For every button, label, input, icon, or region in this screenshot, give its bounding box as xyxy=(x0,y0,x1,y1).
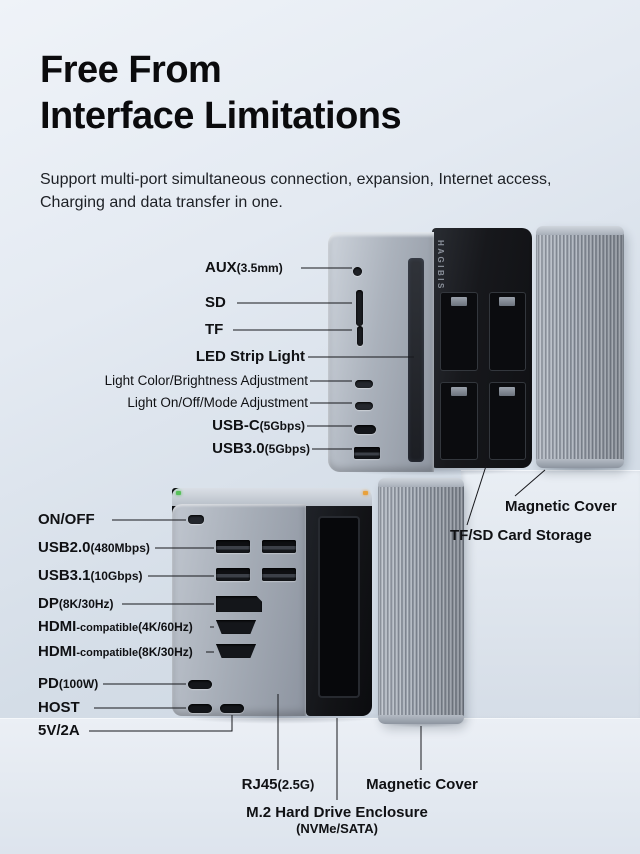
label-usb-20: USB2.0(480Mbps) xyxy=(38,539,150,556)
label-m2-enclosure-main: M.2 Hard Drive Enclosure xyxy=(246,804,428,821)
magnetic-cover-bottom-render xyxy=(378,478,464,724)
storage-card xyxy=(440,292,478,371)
label-5v2a: 5V/2A xyxy=(38,722,80,739)
light-color-brightness-button xyxy=(355,380,373,388)
tf-card-slot xyxy=(357,326,363,346)
background-ledge-upper xyxy=(461,470,640,720)
label-tf: TF xyxy=(205,321,224,338)
label-usb-31: USB3.1(10Gbps) xyxy=(38,567,143,584)
label-hdmi-4k: HDMI-compatible(4K/60Hz) xyxy=(38,618,193,635)
label-m2-enclosure: M.2 Hard Drive Enclosure (NVMe/SATA) xyxy=(212,804,462,836)
background-ledge-lower xyxy=(0,718,640,854)
hdmi-port-8k xyxy=(216,644,256,658)
usb3-port-top xyxy=(354,447,380,459)
led-strip-light xyxy=(408,258,424,462)
storage-card xyxy=(488,381,526,460)
label-usb-30: USB3.0(5Gbps) xyxy=(212,440,310,457)
pd-port xyxy=(188,680,212,689)
label-on-off: ON/OFF xyxy=(38,511,95,528)
label-magnetic-cover-top: Magnetic Cover xyxy=(505,498,617,515)
label-hdmi-8k: HDMI-compatible(8K/30Hz) xyxy=(38,643,193,660)
label-led-strip: LED Strip Light xyxy=(195,348,305,365)
label-pd: PD(100W) xyxy=(38,675,99,692)
label-rj45: RJ45(2.5G) xyxy=(241,776,315,793)
brand-text: HAGIBIS xyxy=(436,240,445,291)
label-card-storage: TF/SD Card Storage xyxy=(450,527,592,544)
label-m2-enclosure-sub: (NVMe/SATA) xyxy=(296,821,378,836)
label-light-mode: Light On/Off/Mode Adjustment xyxy=(127,395,308,410)
5v2a-port xyxy=(220,704,244,713)
storage-card xyxy=(488,292,526,371)
tf-sd-card-storage-area xyxy=(440,292,526,460)
label-dp: DP(8K/30Hz) xyxy=(38,595,114,612)
label-sd: SD xyxy=(205,294,226,311)
host-port xyxy=(188,704,212,713)
dock-bottom-render xyxy=(172,488,372,716)
label-aux: AUX(3.5mm) xyxy=(205,259,283,276)
magnetic-cover-top-render xyxy=(536,226,624,468)
page-subtitle: Support multi-port simultaneous connecti… xyxy=(40,171,552,212)
storage-card xyxy=(440,381,478,460)
dock-top-render: HAGIBIS xyxy=(328,228,532,472)
m2-enclosure-slot xyxy=(318,516,360,698)
page-title: Free From Interface Limitations xyxy=(40,48,402,139)
aux-jack xyxy=(353,267,362,276)
dock-top-side-panel xyxy=(328,232,434,472)
dp-port xyxy=(216,596,262,612)
hdmi-port-4k xyxy=(216,620,256,634)
on-off-button xyxy=(188,515,204,524)
usb2-port-2 xyxy=(262,540,296,553)
usb31-port-2 xyxy=(262,568,296,581)
usb2-port-1 xyxy=(216,540,250,553)
label-magnetic-cover-bottom: Magnetic Cover xyxy=(366,776,478,793)
sd-card-slot xyxy=(356,290,363,326)
label-host: HOST xyxy=(38,699,80,716)
usb31-port-1 xyxy=(216,568,250,581)
label-light-color: Light Color/Brightness Adjustment xyxy=(104,373,308,388)
page-title-line1: Free From xyxy=(40,49,222,91)
label-usb-c: USB-C(5Gbps) xyxy=(212,417,305,434)
light-mode-power-button xyxy=(355,402,373,410)
usb-c-port-top xyxy=(354,425,376,434)
page-title-line2: Interface Limitations xyxy=(40,94,402,137)
dock-bottom-top-face xyxy=(172,488,372,506)
